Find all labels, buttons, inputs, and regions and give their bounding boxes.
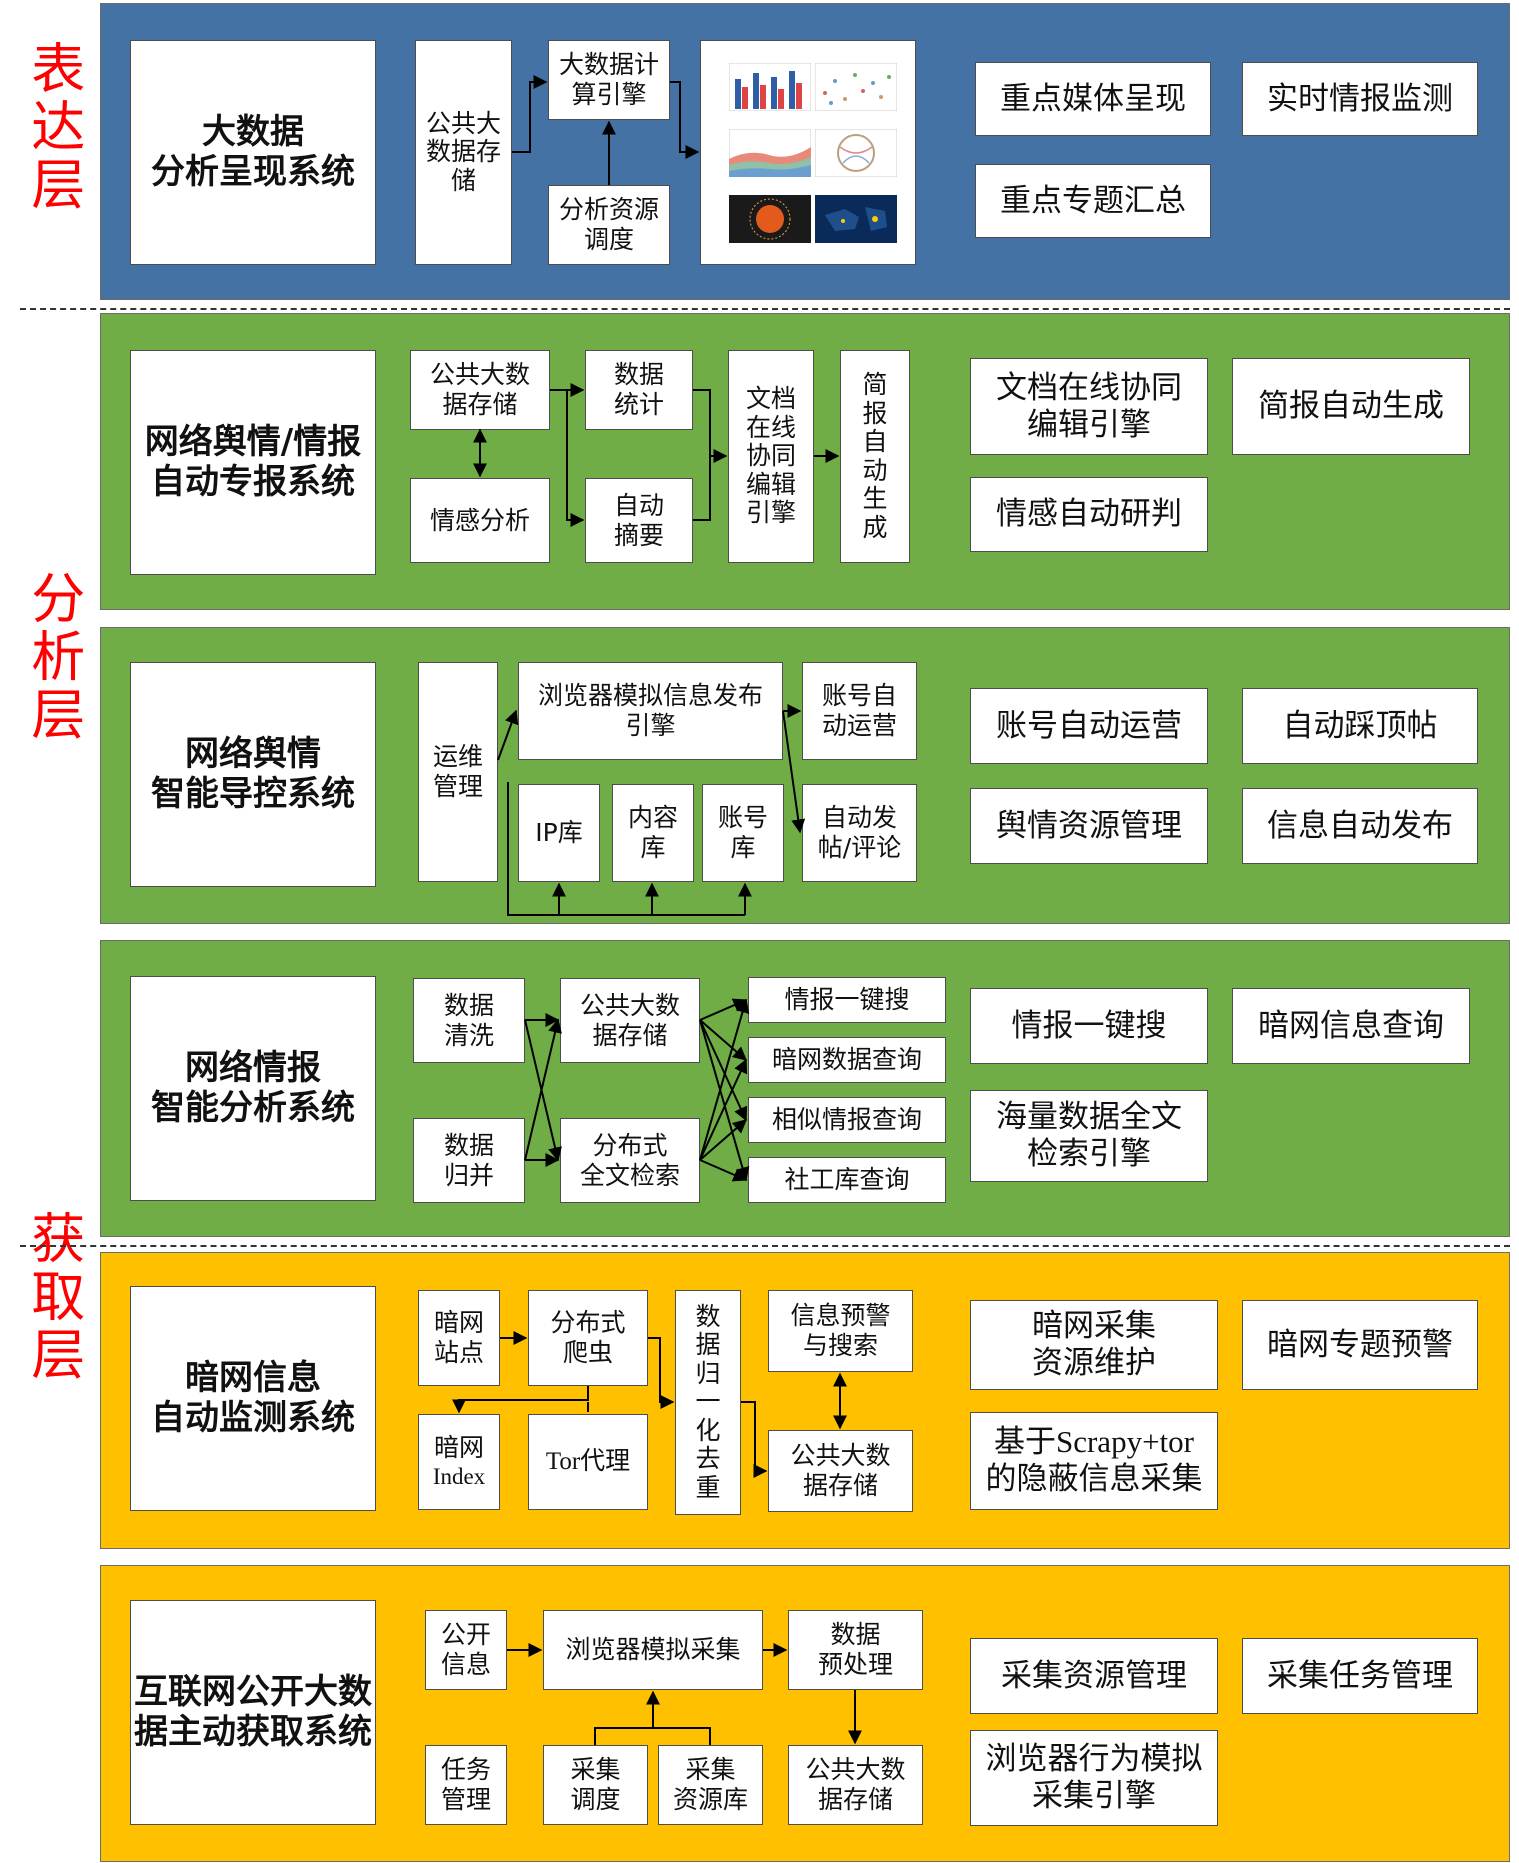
divider-bottom <box>20 1245 1510 1247</box>
system-title: 网络舆情/情报 自动专报系统 <box>130 350 376 575</box>
collect-resource-box: 采集 资源库 <box>658 1745 763 1825</box>
task-management-box: 任务 管理 <box>425 1745 507 1825</box>
feature-collect-tasks: 采集任务管理 <box>1242 1638 1478 1714</box>
warning-search-box: 信息预警 与搜索 <box>768 1290 913 1372</box>
layer-label-analysis: 分析层 <box>21 570 85 744</box>
darknet-index-label-en: Index <box>432 1464 486 1490</box>
layer-label-express: 表达层 <box>21 40 85 214</box>
chord-diagram-thumb <box>815 129 897 177</box>
feature-topic-warning: 暗网专题预警 <box>1242 1300 1478 1390</box>
collab-editor-box: 文档 在线 协同 编辑 引擎 <box>728 350 814 563</box>
feature-post-voting: 自动踩顶帖 <box>1242 688 1478 764</box>
data-clean-box: 数据 清洗 <box>413 978 525 1063</box>
resource-schedule-box: 分析资源 调度 <box>548 185 670 265</box>
feature-realtime-monitoring: 实时情报监测 <box>1242 62 1478 136</box>
public-info-box: 公开 信息 <box>425 1610 507 1690</box>
feature-topic-summary: 重点专题汇总 <box>975 164 1211 238</box>
distributed-crawler-box: 分布式 爬虫 <box>528 1290 648 1386</box>
system-title: 大数据 分析呈现系统 <box>130 40 376 265</box>
darknet-sites-box: 暗网 站点 <box>418 1290 500 1386</box>
query-darknet-box: 暗网数据查询 <box>748 1037 946 1083</box>
data-stats-box: 数据 统计 <box>585 350 693 430</box>
compute-engine-box: 大数据计 算引擎 <box>548 40 670 120</box>
feature-brief-generation: 简报自动生成 <box>1232 358 1470 455</box>
area-chart-thumb <box>729 129 811 177</box>
feature-resource-maintenance: 暗网采集 资源维护 <box>970 1300 1218 1390</box>
system-title: 暗网信息 自动监测系统 <box>130 1286 376 1511</box>
fulltext-search-box: 分布式 全文检索 <box>560 1118 700 1203</box>
storage-box: 公共大数 据存储 <box>410 350 550 430</box>
auto-summary-box: 自动 摘要 <box>585 478 693 563</box>
data-preprocess-box: 数据 预处理 <box>788 1610 923 1690</box>
brief-generation-box: 简 报 自 动 生 成 <box>840 350 910 563</box>
scatter-thumb <box>815 63 897 111</box>
feature-collab-editor: 文档在线协同 编辑引擎 <box>970 358 1208 455</box>
bar-chart-thumb <box>729 63 811 111</box>
feature-sentiment-judgement: 情感自动研判 <box>970 477 1208 552</box>
data-merge-box: 数据 归并 <box>413 1118 525 1203</box>
query-one-click-box: 情报一键搜 <box>748 977 946 1023</box>
layer-label-acquire: 获取层 <box>21 1210 85 1384</box>
browser-publish-engine-box: 浏览器模拟信息发布 引擎 <box>518 662 783 760</box>
ops-management-box: 运维 管理 <box>418 662 498 882</box>
sentiment-analysis-box: 情感分析 <box>410 478 550 563</box>
account-ops-box: 账号自 动运营 <box>802 662 917 760</box>
darknet-index-label-cn: 暗网 <box>433 1433 484 1463</box>
tor-proxy-box: Tor代理 <box>528 1414 648 1510</box>
query-social-db-box: 社工库查询 <box>748 1157 946 1203</box>
system-title: 网络情报 智能分析系统 <box>130 976 376 1201</box>
content-library-box: 内容 库 <box>612 784 694 882</box>
system-title: 互联网公开大数 据主动获取系统 <box>130 1600 376 1825</box>
browser-collect-box: 浏览器模拟采集 <box>543 1610 763 1690</box>
feature-auto-publish: 信息自动发布 <box>1242 788 1478 864</box>
map-thumb <box>815 195 897 243</box>
feature-covert-collection: 基于Scrapy+tor 的隐蔽信息采集 <box>970 1412 1218 1510</box>
collect-schedule-box: 采集 调度 <box>543 1745 648 1825</box>
darknet-index-box: 暗网 Index <box>418 1414 500 1510</box>
feature-account-ops: 账号自动运营 <box>970 688 1208 764</box>
storage-box: 公共大数 据存储 <box>788 1745 923 1825</box>
visualization-thumbnails <box>700 40 916 265</box>
feature-darknet-query: 暗网信息查询 <box>1232 988 1470 1064</box>
feature-one-click-search: 情报一键搜 <box>970 988 1208 1064</box>
account-library-box: 账号 库 <box>702 784 784 882</box>
dedup-normalize-box: 数 据 归 一 化 去 重 <box>675 1290 741 1515</box>
storage-box: 公共大 数据存 储 <box>415 40 512 265</box>
system-title: 网络舆情 智能导控系统 <box>130 662 376 887</box>
divider-top <box>20 308 1510 310</box>
storage-box: 公共大数 据存储 <box>560 978 700 1063</box>
auto-post-box: 自动发 帖/评论 <box>802 784 917 882</box>
ip-library-box: IP库 <box>518 784 600 882</box>
feature-browser-simulation: 浏览器行为模拟 采集引擎 <box>970 1730 1218 1826</box>
feature-resource-management: 舆情资源管理 <box>970 788 1208 864</box>
feature-collect-resources: 采集资源管理 <box>970 1638 1218 1714</box>
radial-burst-thumb <box>729 195 811 243</box>
query-similar-box: 相似情报查询 <box>748 1097 946 1143</box>
storage-box: 公共大数 据存储 <box>768 1430 913 1512</box>
feature-fulltext-engine: 海量数据全文 检索引擎 <box>970 1090 1208 1182</box>
feature-media-presentation: 重点媒体呈现 <box>975 62 1211 136</box>
